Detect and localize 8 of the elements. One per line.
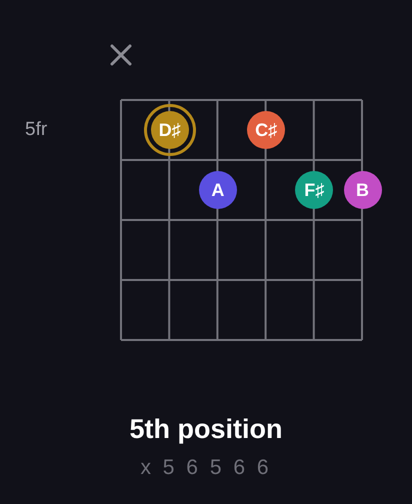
fret-number-label: 5fr xyxy=(25,118,48,142)
note-name: A xyxy=(211,180,224,200)
note-name: B xyxy=(356,180,369,200)
note-name: C♯ xyxy=(255,120,278,140)
chord-title: 5th position xyxy=(130,413,282,446)
fret-fingering-label: x 5 6 5 6 6 xyxy=(140,455,272,481)
note-name: F♯ xyxy=(304,180,324,200)
note-name: D♯ xyxy=(158,120,181,140)
